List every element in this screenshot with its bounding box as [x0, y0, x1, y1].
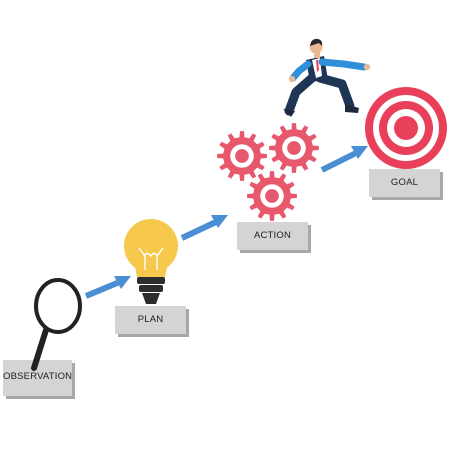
magnifier-icon [31, 278, 82, 371]
arrow-observation-to-plan [84, 276, 131, 299]
arrow-plan-to-action [180, 215, 228, 241]
gears-icon [217, 123, 319, 221]
gear-bottom [247, 171, 297, 221]
action-box [237, 222, 311, 253]
gear-left [217, 131, 267, 181]
observation-box [3, 360, 75, 399]
arrow-action-to-goal [320, 146, 368, 173]
lightbulb-icon [124, 219, 178, 304]
plan-box [115, 306, 189, 337]
target-icon [365, 87, 447, 169]
goal-box [369, 169, 443, 200]
gear-right [269, 123, 319, 173]
running-businessman-icon [283, 38, 371, 117]
